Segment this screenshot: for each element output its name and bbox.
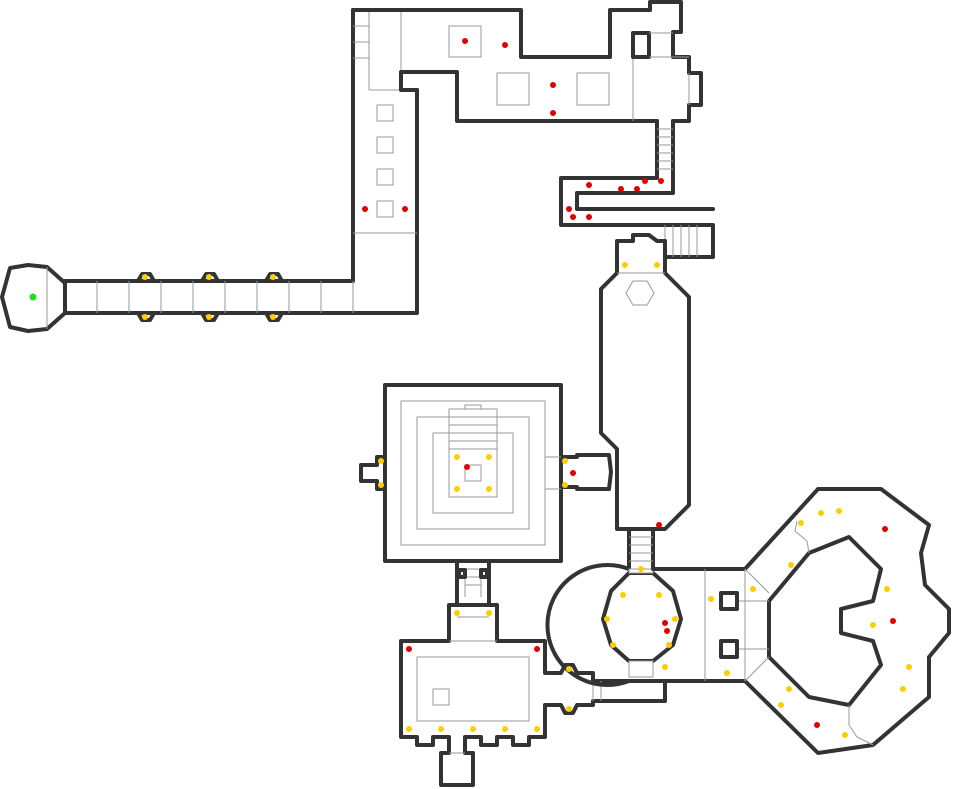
item-marker: [378, 482, 384, 488]
item-marker: [778, 702, 784, 708]
item-marker: [620, 592, 626, 598]
item-marker: [486, 454, 492, 460]
west-corridor: [63, 8, 419, 322]
pyramid-room: [359, 383, 613, 607]
item-marker: [884, 586, 890, 592]
item-marker: [406, 726, 412, 732]
enemy-marker: [402, 206, 408, 212]
enemy-marker: [570, 470, 576, 476]
item-marker: [142, 314, 148, 320]
item-marker: [906, 664, 912, 670]
item-marker: [656, 592, 662, 598]
item-marker: [798, 520, 804, 526]
item-marker: [672, 616, 678, 622]
item-marker: [708, 596, 714, 602]
item-marker: [502, 726, 508, 732]
east-arena: [651, 487, 951, 755]
enemy-marker: [502, 42, 508, 48]
item-marker: [818, 510, 824, 516]
item-marker: [662, 664, 668, 670]
item-marker: [454, 610, 460, 616]
item-marker: [604, 616, 610, 622]
item-marker: [562, 482, 568, 488]
item-marker: [842, 732, 848, 738]
enemy-marker: [586, 214, 592, 220]
south-room: [399, 603, 667, 787]
enemy-marker: [570, 214, 576, 220]
long-hall: [599, 233, 691, 571]
item-marker: [270, 274, 276, 280]
item-marker: [566, 706, 572, 712]
enemy-marker: [634, 186, 640, 192]
item-marker: [750, 586, 756, 592]
enemy-marker: [890, 618, 896, 624]
enemy-marker: [550, 82, 556, 88]
item-marker: [836, 508, 842, 514]
item-marker: [438, 726, 444, 732]
enemy-marker: [656, 522, 662, 528]
enemy-marker: [586, 182, 592, 188]
item-marker: [610, 642, 616, 648]
north-corridor: [353, 10, 417, 234]
item-marker: [788, 562, 794, 568]
item-marker: [486, 486, 492, 492]
item-marker: [378, 458, 384, 464]
item-marker: [654, 262, 660, 268]
item-marker: [900, 686, 906, 692]
enemy-marker: [618, 186, 624, 192]
enemy-marker: [406, 646, 412, 652]
item-marker: [454, 486, 460, 492]
enemy-marker: [464, 464, 470, 470]
item-marker: [638, 566, 644, 572]
stairs-north: [559, 119, 715, 259]
item-marker: [486, 610, 492, 616]
item-marker: [786, 686, 792, 692]
item-marker: [206, 314, 212, 320]
item-marker: [666, 642, 672, 648]
player-start-marker: [29, 293, 37, 301]
enemy-marker: [566, 206, 572, 212]
enemy-marker: [534, 646, 540, 652]
enemy-marker: [462, 38, 468, 44]
item-marker: [562, 458, 568, 464]
markers: [29, 38, 912, 738]
item-marker: [206, 274, 212, 280]
item-marker: [870, 622, 876, 628]
item-marker: [470, 726, 476, 732]
north-hall: [351, 8, 659, 123]
enemy-marker: [662, 620, 668, 626]
item-marker: [724, 670, 730, 676]
enemy-marker: [642, 178, 648, 184]
enemy-marker: [362, 206, 368, 212]
enemy-marker: [550, 110, 556, 116]
enemy-marker: [658, 178, 664, 184]
item-marker: [622, 262, 628, 268]
north-east-chamber: [631, 0, 703, 123]
item-marker: [534, 726, 540, 732]
enemy-marker: [814, 722, 820, 728]
item-marker: [454, 454, 460, 460]
enemy-marker: [664, 628, 670, 634]
item-marker: [142, 274, 148, 280]
enemy-marker: [882, 526, 888, 532]
item-marker: [270, 314, 276, 320]
item-marker: [566, 666, 572, 672]
